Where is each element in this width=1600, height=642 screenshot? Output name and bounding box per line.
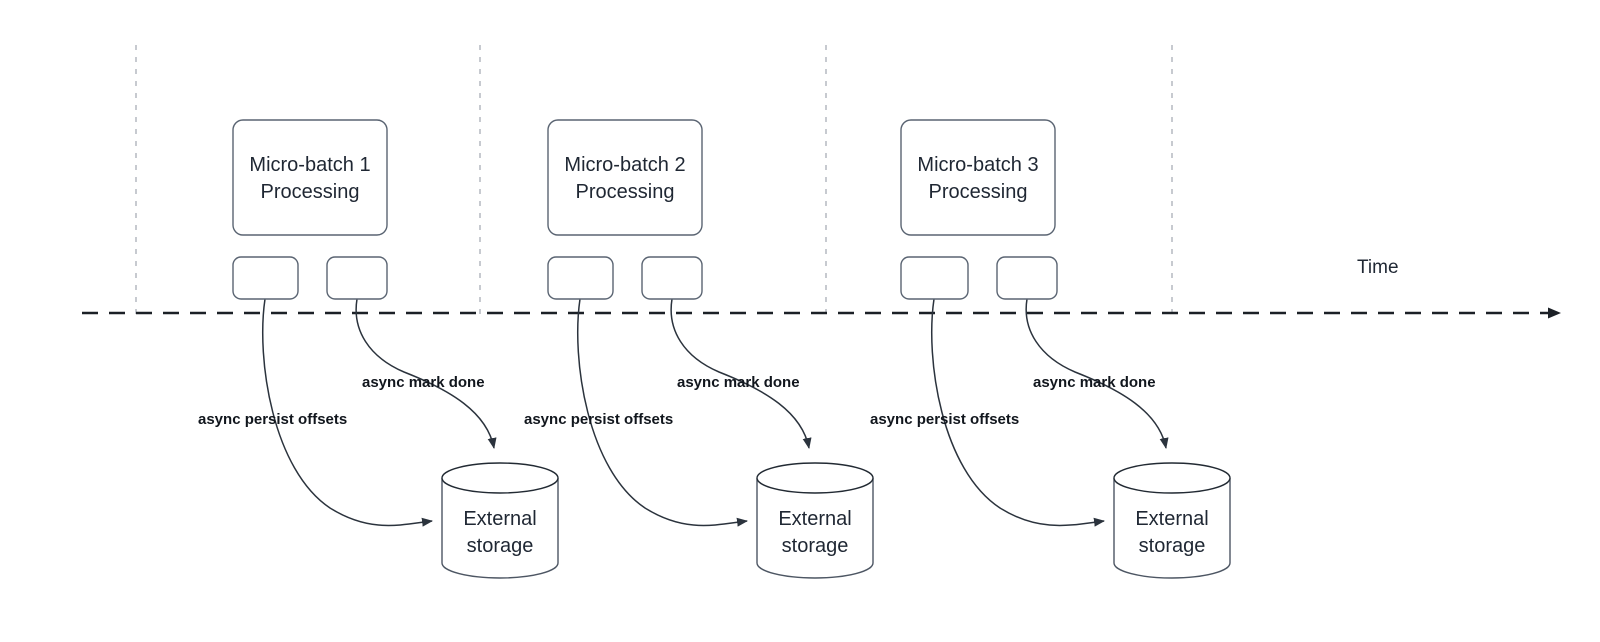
micro-batch-2-async-persist-offsets-label: async persist offsets — [524, 411, 673, 428]
micro-batch-2-title-line1: Micro-batch 2 — [564, 154, 685, 176]
micro-batch-1-title-line2: Processing — [261, 181, 360, 203]
micro-batch-2-async-mark-done-arrow — [670, 298, 812, 449]
micro-batch-3-async-persist-offsets-arrow — [931, 298, 1105, 527]
micro-batch-3-box[interactable] — [900, 119, 1056, 236]
micro-batch-3-async-persist-offsets-label: async persist offsets — [870, 411, 1019, 428]
micro-batch-2-title-line2: Processing — [576, 181, 675, 203]
micro-batch-1-async-mark-done-arrow — [355, 298, 497, 449]
micro-batch-1-offsets-task[interactable] — [232, 256, 299, 300]
micro-batch-2-async-mark-done-label: async mark done — [677, 374, 800, 391]
nodes-group — [232, 119, 1231, 579]
micro-batch-3-storage-label-line2: storage — [1139, 535, 1206, 557]
micro-batch-2-storage-top-ellipse — [756, 462, 874, 494]
micro-batch-1-async-mark-done-label: async mark done — [362, 374, 485, 391]
micro-batch-3-storage-top-ellipse — [1113, 462, 1231, 494]
micro-batch-1-mark-done-task[interactable] — [326, 256, 388, 300]
micro-batch-1-storage-label-line1: External — [463, 508, 536, 530]
micro-batch-2-async-persist-offsets-arrow — [577, 298, 748, 527]
micro-batch-2-mark-done-task[interactable] — [641, 256, 703, 300]
micro-batch-3-mark-done-task[interactable] — [996, 256, 1058, 300]
micro-batch-3-storage-body[interactable] — [1113, 478, 1231, 579]
micro-batch-2-offsets-task[interactable] — [547, 256, 614, 300]
micro-batch-1-async-persist-offsets-label: async persist offsets — [198, 411, 347, 428]
micro-batch-3-title-line2: Processing — [929, 181, 1028, 203]
micro-batch-3-storage-label-line1: External — [1135, 508, 1208, 530]
micro-batch-2-box[interactable] — [547, 119, 703, 236]
micro-batch-1-storage-label-line2: storage — [467, 535, 534, 557]
micro-batch-1-storage-body[interactable] — [441, 478, 559, 579]
micro-batch-3-offsets-task[interactable] — [900, 256, 969, 300]
micro-batch-2-storage-label-line2: storage — [782, 535, 849, 557]
micro-batch-1-title-line1: Micro-batch 1 — [249, 154, 370, 176]
time-axis-label: Time — [1357, 257, 1399, 278]
micro-batch-3-title-line1: Micro-batch 3 — [917, 154, 1038, 176]
tick-lines-group — [135, 45, 1173, 315]
micro-batch-3-async-mark-done-arrow — [1025, 298, 1169, 449]
micro-batch-1-async-persist-offsets-arrow — [262, 298, 433, 527]
micro-batch-1-box[interactable] — [232, 119, 388, 236]
micro-batch-2-storage-body[interactable] — [756, 478, 874, 579]
micro-batch-1-storage-top-ellipse — [441, 462, 559, 494]
micro-batch-2-storage-label-line1: External — [778, 508, 851, 530]
micro-batch-3-async-mark-done-label: async mark done — [1033, 374, 1156, 391]
edges-group — [262, 298, 1169, 527]
